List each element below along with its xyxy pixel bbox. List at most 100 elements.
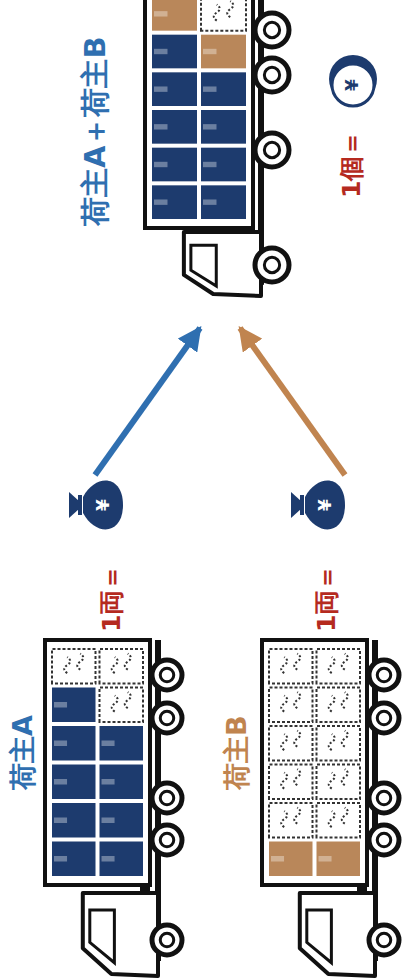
empty-space [269,726,313,761]
cargo-box-b [269,842,313,877]
cargo-box-tape [102,817,115,823]
empty-space [269,765,313,800]
wheel-hub [264,22,279,37]
truck-wheel [255,13,289,47]
cargo-box-a [52,726,96,761]
cargo-box-tape [154,86,168,91]
money-bag-tie [300,495,304,515]
cargo-box-tape [203,86,217,91]
cargo-box-a [152,110,197,144]
flow-arrow [95,328,200,475]
cargo-box-a [152,185,197,219]
unit-price-label: 1両＝ [98,565,126,632]
cargo-box-tape [54,702,67,708]
wheel-hub [264,142,279,157]
cab-coupler [357,885,367,893]
cargo-box-tape [54,856,67,862]
empty-space [317,649,361,684]
truck-wheel [152,925,182,955]
unit-price-label: 1両＝ [313,565,341,632]
cargo-box-tape [102,779,115,785]
wheel-hub [160,933,174,947]
empty-space-squiggle [281,654,300,673]
cargo-box-a [100,803,144,838]
cargo-box-a [201,110,246,144]
truck-illustration [262,640,399,976]
cargo-box-a [100,726,144,761]
money-bag-icon [69,481,123,530]
trailer-body [145,0,253,228]
currency-symbol: ¥ [343,65,362,105]
trailer-body [45,640,150,885]
cargo-box-tape [319,856,332,862]
truck-cab [83,893,158,976]
flow-arrow [240,328,345,475]
money-bag [83,481,123,530]
empty-space [317,726,361,761]
cargo-box-a [201,185,246,219]
cargo-box-a [201,148,246,182]
wheel-hub [377,668,391,682]
money-bag-top [69,492,79,518]
wheel-hub [377,791,391,805]
wheel-hub [160,711,174,725]
cab-window [307,910,332,963]
cargo-box-tape [54,779,67,785]
cargo-box-a [100,842,144,877]
cargo-box-a [52,842,96,877]
cab-window [90,910,115,963]
empty-space-squiggle [281,731,300,750]
cargo-box-b [201,35,246,69]
truck-wheel [369,783,399,813]
wheel-hub [160,791,174,805]
cargo-box-b [317,842,361,877]
cargo-box-tape [203,49,217,54]
shipper-label: 荷主B [222,715,252,790]
cab-coupler [140,885,150,893]
currency-symbol: ¥ [316,485,335,525]
cargo-box-a [52,688,96,723]
cab-coupler [243,228,253,232]
cargo-box-a [152,148,197,182]
wheel-hub [160,668,174,682]
cargo-box-tape [271,856,284,862]
empty-space [201,0,246,31]
cargo-box-tape [154,49,168,54]
truck-node: 荷主B [222,475,404,980]
empty-space [317,803,361,838]
empty-space-squiggle [329,692,348,711]
empty-space-squiggle [329,769,348,788]
cargo-box-b [152,0,197,31]
truck-illustration [45,640,182,976]
cargo-box-a [52,765,96,800]
cargo-box-a [201,72,246,106]
truck-wheel [255,133,289,167]
empty-space-squiggle [112,654,131,673]
empty-space-squiggle [329,654,348,673]
cab-window [191,245,216,286]
truck-cab [184,232,261,296]
truck-wheel [255,248,289,282]
trailer-body [262,640,367,885]
shipper-label: 荷主A＋荷主B [80,36,112,226]
wheel-hub [377,833,391,847]
truck-wheel [152,825,182,855]
cargo-box-tape [203,162,217,167]
truck-wheel [369,703,399,733]
wheel-hub [377,933,391,947]
cargo-box-a [52,803,96,838]
truck-wheel [255,58,289,92]
cargo-box-tape [54,740,67,746]
empty-space [100,649,144,684]
empty-space-squiggle [112,692,131,711]
empty-space [100,688,144,723]
truck-wheel [369,660,399,690]
currency-symbol: ¥ [94,485,113,525]
empty-space [269,688,313,723]
cargo-box-a [100,765,144,800]
cargo-box-tape [154,124,168,129]
truck-wheel [369,925,399,955]
cargo-box-a [152,72,197,106]
truck-node: 荷主A＋荷主B [80,0,308,328]
